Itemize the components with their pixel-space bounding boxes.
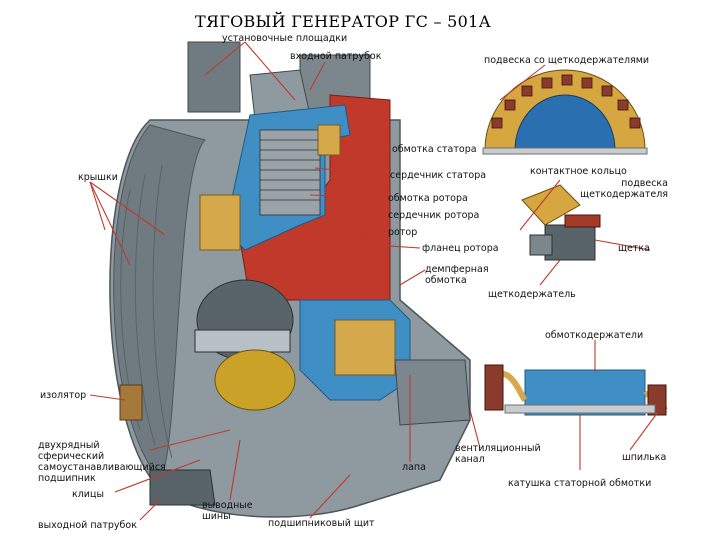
label-damper-winding: демпферная обмотка [425, 264, 489, 286]
leader-lines [89, 41, 659, 521]
rotor-winding-shape [199, 194, 241, 251]
label-stator-winding: обмотка статора [392, 144, 477, 155]
label-brush-holder-suspension: подвеска щеткодержателя [580, 178, 668, 200]
outlet-foot [149, 469, 216, 506]
label-winding-holders: обмоткодержатели [545, 330, 644, 341]
label-stator-core: сердечник статора [390, 170, 487, 181]
label-paw: лапа [402, 462, 426, 473]
label-brush-suspension: подвеска со щеткодержателями [484, 55, 650, 66]
label-rotor: ротор [388, 227, 418, 238]
label-bearing-shield: подшипниковый щит [268, 518, 375, 529]
holder-base [504, 404, 656, 414]
shaft [194, 329, 291, 353]
hub [214, 349, 296, 411]
label-ventilation-channel: вентиляционный канал [455, 443, 541, 465]
label-slip-ring: контактное кольцо [530, 166, 627, 177]
label-stator-coil: катушка статорной обмотки [508, 478, 652, 489]
label-bearing: двухрядный сферический самоустанавливающ… [38, 440, 166, 484]
label-stud: шпилька [622, 452, 667, 463]
diagram-title: ТЯГОВЫЙ ГЕНЕРАТОР ГС – 501А [195, 12, 492, 31]
brush-ring-base [482, 147, 648, 155]
label-inlet-pipe: входной патрубок [290, 51, 382, 62]
label-covers: крышки [78, 172, 118, 183]
generator-cutaway-illustration [109, 41, 471, 518]
label-rotor-core: сердечник ротора [388, 210, 480, 221]
holder-left [484, 364, 504, 411]
winding-holders-illustration [484, 364, 668, 416]
lower-winding-shape [334, 319, 396, 376]
holder-arm [564, 214, 601, 228]
label-rotor-winding: обмотка ротора [388, 193, 468, 204]
label-mounting-pads: установочные площадки [222, 33, 348, 44]
label-brush: щетка [618, 243, 650, 254]
brush-holders-row [491, 74, 641, 129]
label-outlet-buses: выводные шины [202, 500, 253, 522]
label-wedges: клицы [72, 489, 104, 500]
label-insulator: изолятор [40, 390, 87, 401]
label-brush-holder: щеткодержатель [488, 289, 576, 300]
stator-winding-shape [317, 124, 341, 156]
insulator-block [119, 384, 143, 421]
label-outlet-pipe: выходной патрубок [38, 520, 137, 531]
brush-block [529, 234, 553, 256]
brush-holder-illustration [521, 184, 601, 261]
brush-ring-inner [514, 94, 616, 151]
paw-shape [394, 359, 471, 426]
brush-suspension-illustration [482, 69, 648, 155]
label-rotor-flange: фланец ротора [422, 243, 499, 254]
stator-core-lamination [259, 129, 321, 216]
holder-bracket [521, 184, 581, 226]
